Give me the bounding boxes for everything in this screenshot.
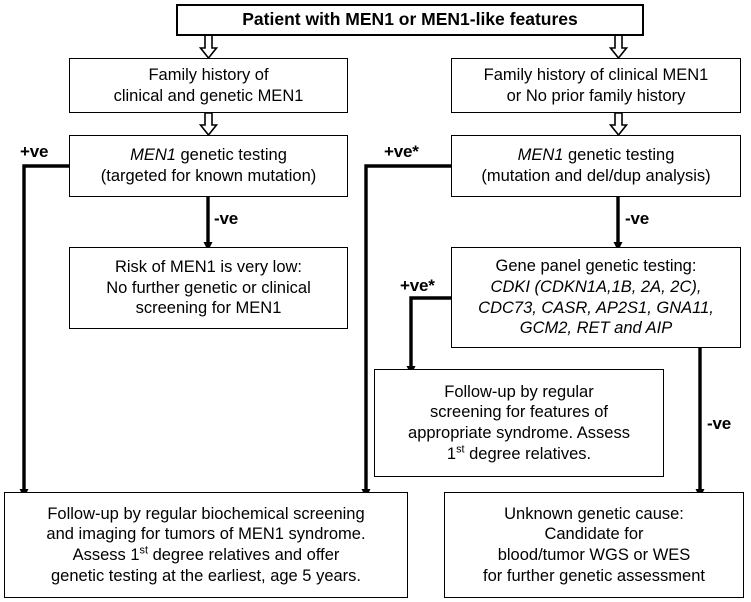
gene-symbol-men1: MEN1: [517, 146, 564, 165]
ordinal-suffix: st: [456, 443, 465, 456]
gene-symbol-men1: MEN1: [130, 146, 176, 165]
ordinal-number: 1: [446, 444, 457, 463]
edge-label-right-negative: -ve: [625, 209, 649, 228]
node-unknown-genetic-cause[interactable]: Unknown genetic cause: Candidate for blo…: [444, 492, 744, 598]
node-followup-men1-syndrome-line4: genetic testing at the earliest, age 5 y…: [50, 566, 362, 585]
node-right-men1-genetic-testing[interactable]: MEN1 genetic testing (mutation and del/d…: [451, 135, 741, 197]
edge-label-panel-negative: -ve: [707, 414, 731, 433]
node-unknown-genetic-cause-line3: blood/tumor WGS or WES: [497, 546, 691, 564]
hollow-arrow-title-to-right-family: [608, 34, 629, 60]
node-risk-very-low-line3: screening for MEN1: [135, 299, 282, 318]
ordinal-rest: degree relatives and offer: [148, 546, 340, 564]
node-right-family-history[interactable]: Family history of clinical MEN1 or No pr…: [451, 58, 741, 113]
node-patient-with-men1-label: Patient with MEN1 or MEN1-like features: [242, 9, 578, 30]
node-followup-appropriate-syndrome-line1: Follow-up by regular: [444, 382, 594, 401]
node-unknown-genetic-cause-line1: Unknown genetic cause:: [504, 504, 684, 523]
node-left-men1-genetic-testing-line1: MEN1 genetic testing: [130, 145, 287, 166]
node-risk-very-low-line1: Risk of MEN1 is very low:: [114, 258, 303, 277]
node-followup-appropriate-syndrome[interactable]: Follow-up by regular screening for featu…: [374, 369, 664, 477]
node-left-men1-genetic-testing[interactable]: MEN1 genetic testing (targeted for known…: [69, 135, 348, 197]
hollow-arrow-left-family-to-test: [198, 112, 219, 137]
hollow-arrow-right-family-to-test: [608, 112, 629, 137]
node-gene-panel-testing[interactable]: Gene panel genetic testing: CDKI (CDKN1A…: [451, 247, 741, 348]
node-followup-men1-syndrome-line1: Follow-up by regular biochemical screeni…: [47, 504, 365, 523]
hollow-arrow-title-to-left-family: [198, 34, 219, 60]
edge-label-left-negative: -ve: [214, 209, 238, 228]
node-gene-panel-testing-line1: Gene panel genetic testing:: [495, 257, 697, 276]
node-right-family-history-line2: or No prior family history: [506, 86, 686, 105]
node-right-men1-genetic-testing-line1-rest: genetic testing: [563, 146, 675, 165]
node-left-family-history[interactable]: Family history of clinical and genetic M…: [69, 58, 348, 113]
node-left-family-history-line2: clinical and genetic MEN1: [113, 86, 304, 105]
arrow-left-positive: [19, 164, 69, 498]
node-followup-appropriate-syndrome-line2: screening for features of: [430, 403, 608, 422]
node-left-men1-genetic-testing-line2: (targeted for known mutation): [100, 167, 317, 185]
node-right-men1-genetic-testing-line2: (mutation and del/dup analysis): [481, 167, 711, 185]
node-unknown-genetic-cause-line4: for further genetic assessment: [483, 566, 705, 585]
node-gene-panel-testing-line2: CDKI (CDKN1A,1B, 2A, 2C),: [490, 277, 702, 296]
node-right-men1-genetic-testing-line1: MEN1 genetic testing: [518, 145, 675, 166]
node-gene-panel-testing-line3: CDC73, CASR, AP2S1, GNA11,: [478, 298, 714, 317]
node-followup-men1-syndrome-line2: and imaging for tumors of MEN1 syndrome.: [46, 525, 366, 544]
node-risk-very-low-line2: No further genetic or clinical: [106, 278, 311, 297]
node-gene-panel-testing-line4: GCM2, RET and AIP: [519, 319, 673, 338]
edge-label-left-positive: +ve: [20, 142, 49, 161]
ordinal-rest: degree relatives.: [464, 444, 592, 463]
node-left-men1-genetic-testing-line1-rest: genetic testing: [175, 146, 287, 165]
node-right-family-history-line1: Family history of clinical MEN1: [483, 65, 709, 84]
ordinal-suffix: st: [139, 544, 148, 557]
arrow-panel-positive: [406, 296, 451, 375]
node-followup-appropriate-syndrome-line4: 1st degree relatives.: [447, 444, 591, 465]
node-patient-with-men1[interactable]: Patient with MEN1 or MEN1-like features: [176, 4, 644, 36]
edge-label-right-positive: +ve*: [384, 142, 419, 161]
arrow-right-positive: [361, 164, 451, 498]
node-risk-very-low[interactable]: Risk of MEN1 is very low: No further gen…: [69, 247, 348, 329]
node-unknown-genetic-cause-line2: Candidate for: [544, 525, 644, 544]
node-followup-appropriate-syndrome-line3: appropriate syndrome. Assess: [408, 424, 630, 442]
node-followup-men1-syndrome[interactable]: Follow-up by regular biochemical screeni…: [4, 492, 408, 598]
edge-label-panel-positive: +ve*: [400, 276, 435, 295]
node-followup-men1-syndrome-line3: Assess 1st degree relatives and offer: [73, 545, 340, 566]
node-left-family-history-line1: Family history of: [148, 65, 269, 84]
ordinal-number: Assess 1: [72, 546, 140, 564]
